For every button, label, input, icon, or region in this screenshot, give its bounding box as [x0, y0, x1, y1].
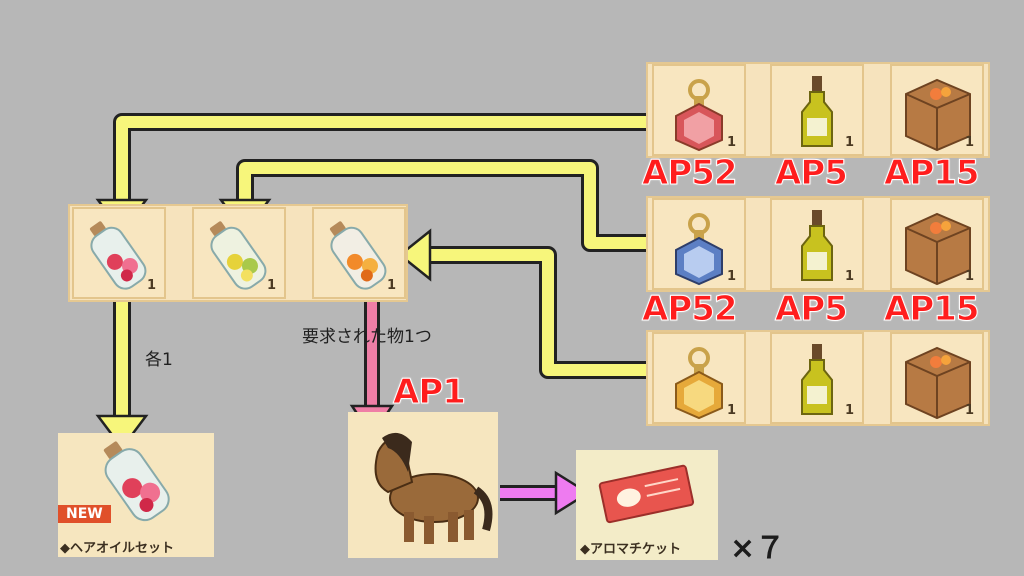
- oil-bottle-icon: [801, 76, 833, 147]
- slot-gold-perfume[interactable]: 1: [652, 332, 746, 424]
- aroma-ticket-caption: ◆アロマチケット: [580, 542, 681, 557]
- horse-icon: [374, 432, 493, 544]
- slot-oil-bottle[interactable]: 1: [770, 332, 864, 424]
- wooden-crate-icon: [905, 346, 971, 420]
- orange-flower-oil-bottle-icon: [329, 221, 387, 290]
- slot-flower-crate[interactable]: 1: [890, 198, 984, 290]
- quantity-label: 1: [844, 403, 854, 418]
- quantity-label: 1: [964, 403, 974, 418]
- horse-card[interactable]: [348, 412, 498, 558]
- ap-cost-label: AP15: [884, 289, 981, 330]
- quantity-label: 1: [266, 278, 276, 293]
- note-requested-item: 要求された物1つ: [302, 327, 432, 347]
- hair-oil-set-card[interactable]: NEW ◆ヘアオイルセット: [58, 433, 214, 557]
- blue-perfume-bottle-icon: [675, 213, 723, 286]
- ap-cost-label: AP52: [642, 153, 739, 194]
- quantity-label: 1: [726, 403, 736, 418]
- ap-horse-label: AP1: [393, 372, 467, 413]
- quantity-label: 1: [964, 135, 974, 150]
- slot-flower-crate[interactable]: 1: [890, 332, 984, 424]
- slot-blue-perfume[interactable]: 1: [652, 198, 746, 290]
- note-each-one: 各1: [145, 350, 173, 370]
- slot-oil-bottle[interactable]: 1: [770, 64, 864, 156]
- slot-flower-crate[interactable]: 1: [890, 64, 984, 156]
- slot-red-hair-oil[interactable]: 1: [72, 207, 166, 299]
- gold-perfume-bottle-icon: [675, 347, 723, 420]
- wooden-crate-icon: [905, 78, 971, 152]
- quantity-label: 1: [146, 278, 156, 293]
- quantity-label: 1: [964, 269, 974, 284]
- ap-cost-label: AP5: [775, 153, 849, 194]
- slot-orange-hair-oil[interactable]: 1: [312, 207, 406, 299]
- oil-bottle-icon: [801, 210, 833, 281]
- oil-bottle-icon: [801, 344, 833, 415]
- hair-oil-set-caption: ◆ヘアオイルセット: [60, 541, 174, 556]
- quantity-label: 1: [726, 269, 736, 284]
- slot-yellow-hair-oil[interactable]: 1: [192, 207, 286, 299]
- ap-cost-label: AP52: [642, 289, 739, 330]
- quantity-label: 1: [844, 135, 854, 150]
- new-badge: NEW: [58, 505, 111, 523]
- yellow-flower-oil-bottle-icon: [209, 221, 267, 290]
- quantity-label: 1: [726, 135, 736, 150]
- aroma-ticket-card[interactable]: ◆アロマチケット: [576, 450, 718, 560]
- ap-cost-label: AP5: [775, 289, 849, 330]
- quantity-label: 1: [844, 269, 854, 284]
- arrow-row3-to-orange-oil: [420, 246, 650, 379]
- wooden-crate-icon: [905, 212, 971, 286]
- slot-oil-bottle[interactable]: 1: [770, 198, 864, 290]
- red-perfume-bottle-icon: [675, 79, 723, 152]
- quantity-label: 1: [386, 278, 396, 293]
- ap-cost-label: AP15: [884, 153, 981, 194]
- red-flower-oil-bottle-icon: [89, 221, 147, 290]
- ticket-multiplier: ×７: [730, 531, 786, 566]
- hair-oil-set-icon: [103, 441, 170, 522]
- slot-red-perfume[interactable]: 1: [652, 64, 746, 156]
- aroma-ticket-icon: [598, 464, 695, 524]
